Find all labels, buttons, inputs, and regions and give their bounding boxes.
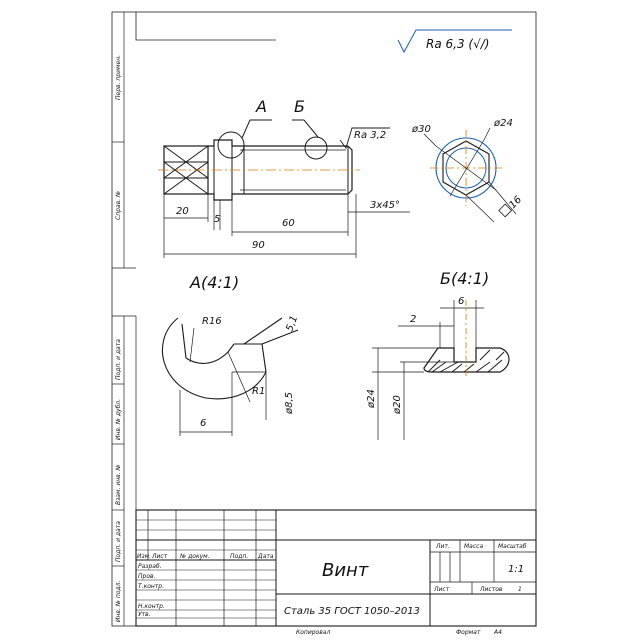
tb-col-mass: Масса bbox=[464, 543, 483, 550]
dim-6-b: 6 bbox=[458, 296, 464, 307]
detail-b bbox=[372, 300, 510, 440]
corner-box bbox=[135, 12, 276, 41]
roughness-label: Ra 6,3 (√/) bbox=[426, 37, 489, 51]
tb-hdr-data: Дата bbox=[257, 553, 274, 560]
tb-role-nkontr: Н.контр. bbox=[138, 603, 165, 610]
tb-sheets-value: 1 bbox=[518, 586, 522, 593]
dim-90: 90 bbox=[252, 240, 265, 251]
footer-format-value: А4 bbox=[493, 629, 502, 636]
footer-copied: Копировал bbox=[296, 629, 330, 636]
strip-label-podp-data-2: Подп. и дата bbox=[115, 521, 122, 562]
strip-label-inv-podl: Инв. № подл. bbox=[115, 581, 122, 622]
tb-scale-value: 1:1 bbox=[508, 564, 524, 575]
title-block bbox=[135, 509, 537, 627]
strip-label-vzam-inv: Взам. инв. № bbox=[115, 464, 122, 505]
tb-hdr-list: Лист bbox=[151, 553, 168, 560]
tb-hdr-podp: Подп. bbox=[230, 553, 248, 560]
strip-label-inv-dubl: Инв. № дубл. bbox=[115, 399, 122, 440]
detail-a-title: А(4:1) bbox=[189, 273, 239, 292]
tb-role-prov: Пров. bbox=[138, 573, 156, 580]
dim-phi24-b: ø24 bbox=[366, 389, 377, 409]
part-name: Винт bbox=[322, 560, 369, 581]
tb-hdr-dokum: № докум. bbox=[179, 553, 210, 560]
tb-col-scale: Масштаб bbox=[498, 543, 527, 550]
dim-chamfer: 3x45° bbox=[370, 200, 400, 211]
dim-6-a: 6 bbox=[200, 418, 206, 429]
strip-label-sprav: Справ. № bbox=[115, 191, 122, 220]
dim-phi20: ø20 bbox=[392, 395, 403, 415]
dim-60: 60 bbox=[282, 218, 295, 229]
tb-role-razrab: Разраб. bbox=[138, 563, 162, 570]
callout-circles bbox=[217, 119, 328, 160]
tb-sheet: Лист bbox=[433, 586, 450, 593]
dim-r1: R1 bbox=[252, 386, 265, 397]
roughness-symbol: Ra 6,3 (√/) bbox=[397, 29, 512, 54]
surface-ra-label: Ra 3,2 bbox=[354, 130, 386, 141]
detail-b-title: Б(4:1) bbox=[440, 269, 489, 288]
dim-phi8-5: ø8,5 bbox=[284, 392, 295, 415]
tb-hdr-izm: Изм. bbox=[137, 553, 151, 560]
dim-phi30: ø30 bbox=[411, 124, 431, 135]
detail-a bbox=[162, 317, 299, 436]
dim-square16: 16 bbox=[498, 194, 524, 218]
footer-format: Формат bbox=[456, 629, 481, 636]
dim-20: 20 bbox=[176, 206, 189, 217]
tb-sheets: Листов bbox=[479, 586, 503, 593]
strip-label-podp-data: Подп. и дата bbox=[115, 339, 122, 380]
sheet-frame bbox=[111, 11, 537, 627]
dim-5: 5 bbox=[214, 214, 220, 225]
dim-phi24: ø24 bbox=[493, 118, 513, 129]
callout-b-label: Б bbox=[294, 97, 305, 116]
main-dimensions bbox=[163, 194, 410, 258]
strip-label-perv-primen: Перв. примен. bbox=[115, 55, 122, 100]
surface-ra-mark bbox=[339, 127, 390, 149]
dim-5-1: 5,1 bbox=[284, 314, 300, 333]
callout-a-label: А bbox=[255, 97, 267, 116]
end-view bbox=[423, 127, 517, 223]
tb-role-tkontr: Т.контр. bbox=[138, 583, 164, 590]
dim-2: 2 bbox=[410, 314, 416, 325]
part-material: Сталь 35 ГОСТ 1050–2013 bbox=[284, 606, 420, 617]
tb-role-utv: Утв. bbox=[138, 611, 151, 618]
tb-col-lit: Лит. bbox=[435, 543, 450, 550]
dim-r16: R16 bbox=[202, 316, 222, 327]
